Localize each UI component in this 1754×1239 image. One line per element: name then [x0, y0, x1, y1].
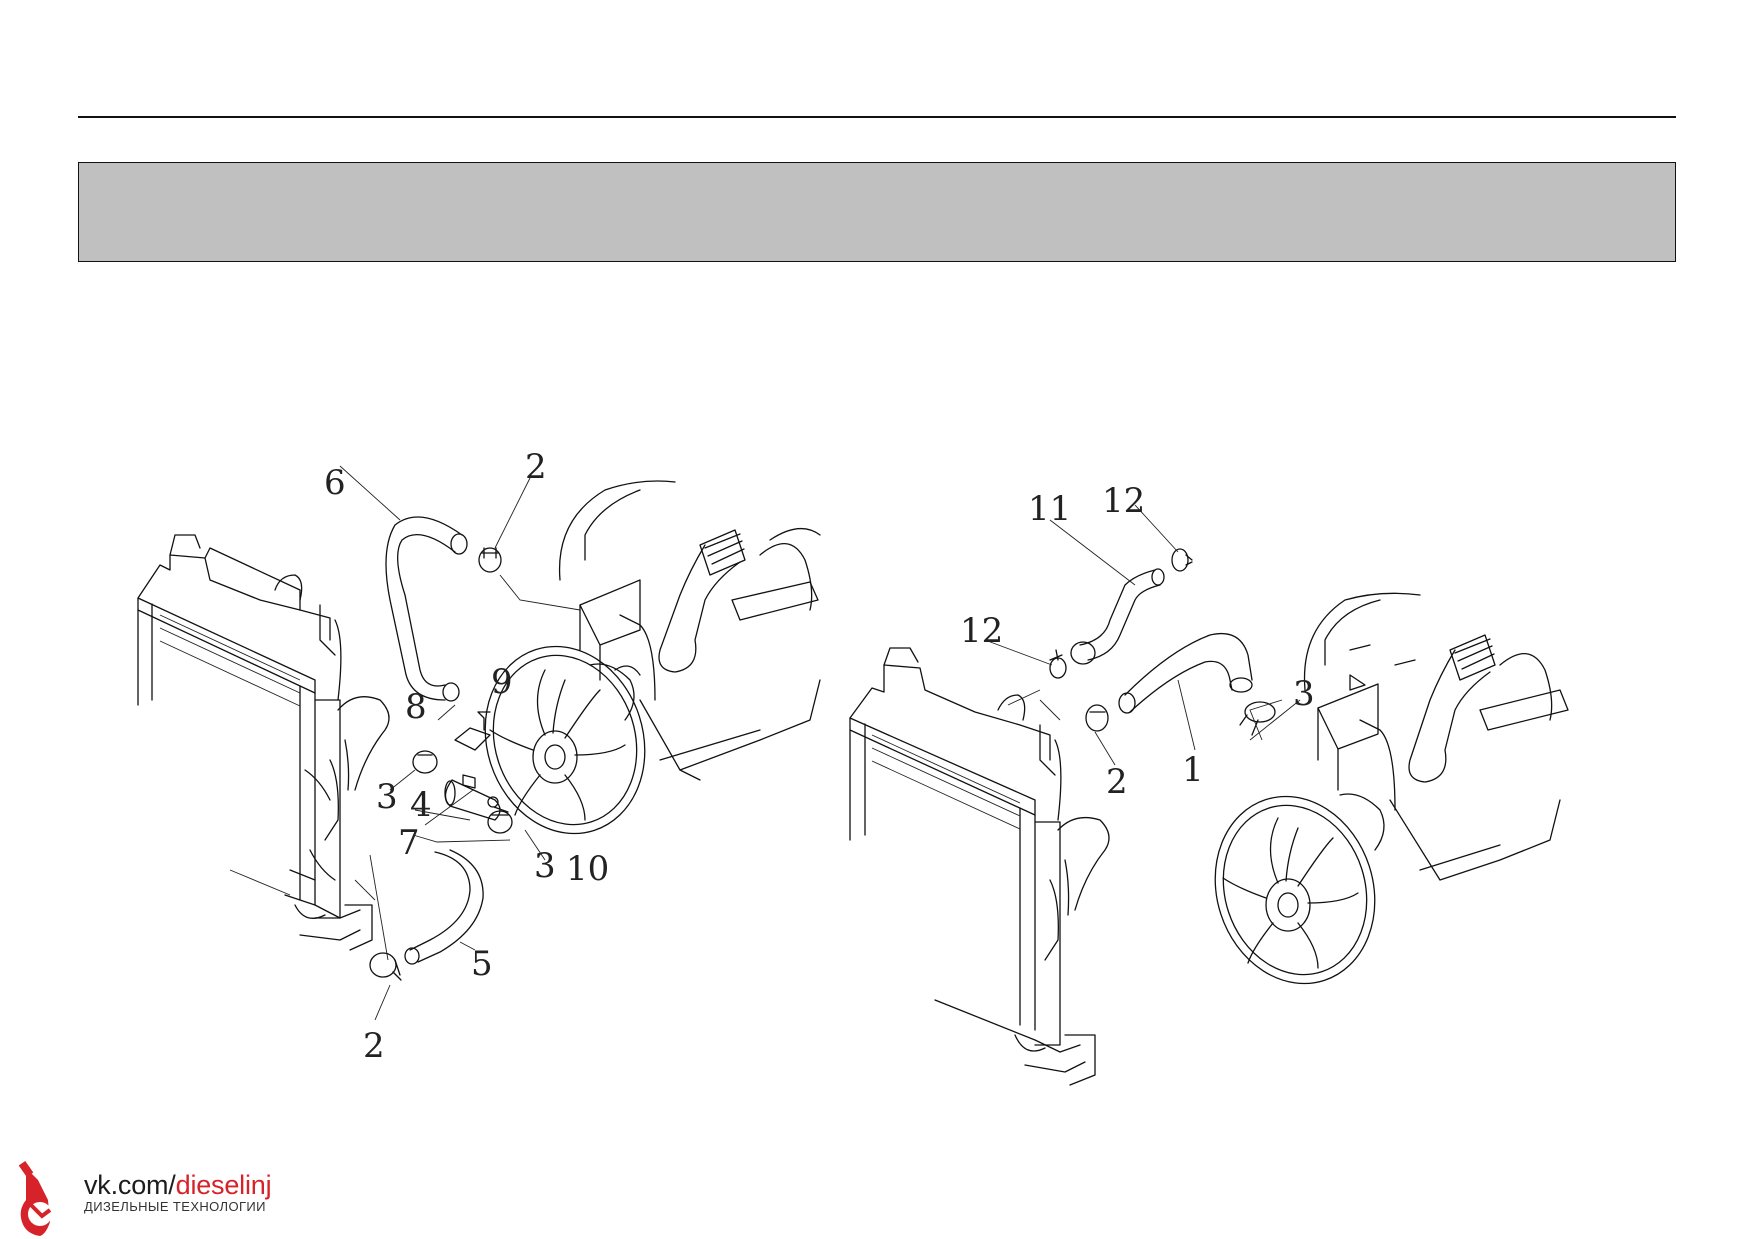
callout-1: 1 — [1182, 750, 1204, 790]
right-hoses-parts — [984, 504, 1301, 766]
callout-10: 10 — [566, 849, 609, 889]
watermark-handle: dieselinj — [175, 1170, 272, 1200]
callout-8: 8 — [405, 687, 427, 727]
callout-6: 6 — [324, 463, 346, 503]
right-fan — [1214, 793, 1385, 985]
callout-2: 2 — [1106, 762, 1128, 802]
callout-7: 7 — [398, 823, 420, 863]
left-assembly: 6 2 8 9 3 4 7 3 10 5 2 — [137, 447, 821, 1066]
left-callouts: 6 2 8 9 3 4 7 3 10 5 2 — [324, 447, 609, 1066]
left-engine-housing — [558, 480, 821, 781]
callout-2-bottom: 2 — [363, 1026, 385, 1066]
callout-3-right: 3 — [534, 846, 556, 886]
right-engine-housing — [1303, 592, 1569, 881]
title-band — [78, 162, 1676, 262]
right-assembly: 11 12 12 3 2 1 — [849, 481, 1569, 1086]
callout-12-left: 12 — [960, 611, 1003, 651]
callout-12-top: 12 — [1102, 481, 1145, 521]
callout-9: 9 — [491, 662, 513, 702]
right-radiator — [849, 647, 1110, 1086]
left-radiator — [137, 534, 390, 951]
callout-3: 3 — [1293, 674, 1315, 714]
left-hoses-parts — [339, 465, 581, 1021]
fuel-injector-logo-icon — [18, 1160, 52, 1236]
right-callouts: 11 12 12 3 2 1 — [960, 481, 1315, 802]
left-fan — [484, 645, 646, 835]
callout-3-left: 3 — [376, 777, 398, 817]
callout-5: 5 — [471, 944, 493, 984]
callout-2-top: 2 — [525, 447, 547, 487]
callout-4: 4 — [410, 785, 432, 825]
callout-11: 11 — [1028, 489, 1071, 529]
watermark-site: vk.com/ — [84, 1170, 176, 1200]
watermark: vk.com/dieselinj ДИЗЕЛЬНЫЕ ТЕХНОЛОГИИ — [16, 1160, 326, 1238]
watermark-subtitle: ДИЗЕЛЬНЫЕ ТЕХНОЛОГИИ — [84, 1199, 266, 1214]
top-divider — [78, 116, 1676, 118]
